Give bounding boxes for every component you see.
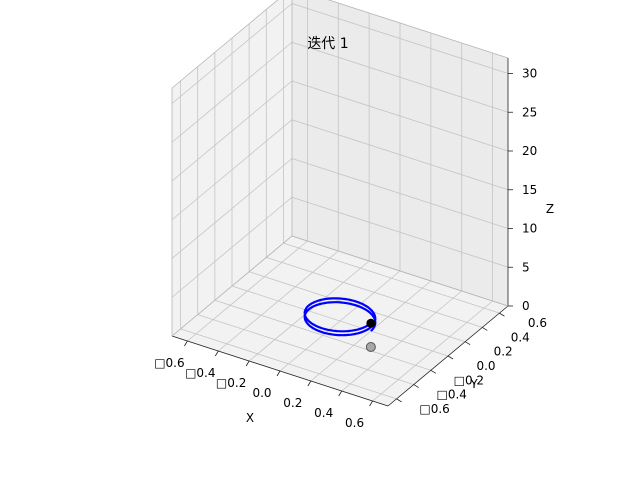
y-tick-label-1: □0.4 (437, 388, 467, 402)
left-top-edge (171, 0, 279, 89)
x-tick-label-6: 0.6 (345, 416, 364, 430)
z-tick-label-4: 20 (522, 144, 537, 158)
back-top-edge (327, 0, 509, 59)
x-tick-2 (245, 360, 250, 367)
current-point-marker (366, 318, 376, 328)
grid-z-left-4 (171, 80, 293, 182)
x-tick-label-2: □0.2 (216, 376, 246, 390)
y-tick-label-5: 0.4 (511, 330, 530, 344)
x-tick-label-1: □0.4 (185, 366, 215, 380)
floor-left-edge (171, 235, 293, 337)
grid-z-left-6 (171, 3, 293, 104)
grid-z-back-2 (291, 158, 509, 229)
x-tick-5 (338, 390, 343, 397)
y-tick-6 (499, 312, 505, 317)
x-tick-label-5: 0.4 (314, 406, 333, 420)
x-tick-0 (184, 340, 188, 347)
y-tick-2 (430, 369, 437, 374)
grid-y-floor-6 (283, 242, 500, 314)
x-tick-6 (369, 400, 373, 407)
y-axis-label: Y (469, 377, 478, 391)
grid-z-back-3 (291, 119, 509, 191)
floor-back-edge (291, 235, 509, 307)
z-tick-label-1: 5 (522, 260, 530, 274)
grid-z-back-5 (291, 41, 509, 113)
y-tick-label-4: 0.2 (494, 345, 513, 359)
z-tick-label-6: 30 (522, 67, 537, 81)
grid-z-left-1 (171, 196, 293, 298)
z-tick-label-2: 10 (522, 222, 537, 236)
x-tick-label-4: 0.2 (283, 396, 302, 410)
x-tick-label-3: 0.0 (252, 386, 271, 400)
x-tick-4 (307, 380, 312, 387)
grid-z-left-3 (171, 119, 293, 221)
x-tick-3 (276, 370, 281, 377)
y-tick-5 (482, 327, 488, 331)
z-tick-label-3: 15 (522, 183, 537, 197)
y-tick-1 (413, 384, 419, 388)
grid-z-back-4 (291, 80, 509, 152)
shadow-point-marker (365, 342, 376, 352)
chart-title: 迭代 1 (307, 36, 348, 52)
y-tick-label-2: □0.2 (454, 373, 484, 387)
z-tick-label-0: 0 (522, 299, 530, 313)
grid-y-floor-2 (214, 299, 431, 371)
y-tick-label-3: 0.0 (476, 359, 495, 373)
z-tick-label-5: 25 (522, 105, 537, 119)
y-tick-label-0: □0.6 (419, 402, 449, 416)
x-tick-1 (214, 350, 219, 357)
tick-marks (184, 73, 513, 407)
z-axis-label: Z (546, 202, 554, 216)
y-tick-0 (396, 398, 402, 403)
plot-area (303, 297, 377, 352)
x-tick-label-0: □0.6 (154, 356, 184, 370)
x-axis-label: X (246, 411, 254, 425)
grid-y-floor-1 (197, 314, 414, 385)
grid-z-back-6 (291, 3, 509, 74)
y-tick-3 (447, 355, 454, 360)
grid-y-floor-3 (231, 285, 449, 357)
grid-y-floor-0 (180, 328, 397, 400)
grid-z-back-1 (291, 196, 509, 268)
y-tick-4 (464, 341, 471, 346)
axes-panes (172, 0, 508, 406)
grid-z-left-5 (171, 41, 293, 143)
grid-y-floor-5 (266, 257, 483, 328)
y-tick-label-6: 0.6 (528, 316, 547, 330)
tick-labels: □0.6□0.4□0.20.00.20.40.6□0.6□0.4□0.20.00… (154, 67, 547, 431)
grid-z-left-2 (171, 158, 293, 259)
axes-grid (171, 0, 509, 402)
